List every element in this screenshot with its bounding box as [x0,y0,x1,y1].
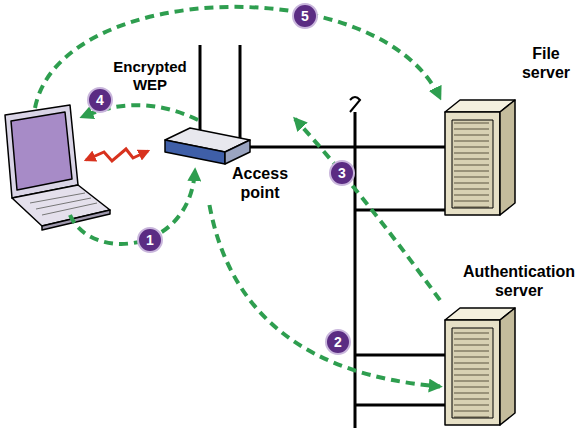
flow-arrow [295,119,440,300]
access-point-node: Access point [150,100,295,205]
network-wire [250,146,445,149]
callout-number: 2 [325,329,351,355]
bus-break [350,97,360,112]
callout-number: 3 [329,160,355,186]
authentication-server-icon [445,308,515,425]
callout-number: 4 [87,87,113,113]
flow-arrow [209,205,440,387]
flow-arrow [70,170,195,244]
authentication-server-node: Authentication server [440,262,578,428]
annotation: Encrypted WEP [113,58,186,94]
file-server-icon [445,100,515,215]
node-label: Authentication server [463,262,575,300]
node-label: File server [522,44,570,82]
file-server-node: File server [440,40,578,218]
node-label: Access point [232,164,288,202]
wireless-link [86,149,148,161]
laptop-icon [5,105,110,230]
callout-number: 1 [137,227,163,253]
network-wire [355,209,445,212]
network-bus [354,112,357,428]
network-wire [355,404,445,407]
network-wire [355,354,445,357]
callout-number: 5 [292,3,318,29]
